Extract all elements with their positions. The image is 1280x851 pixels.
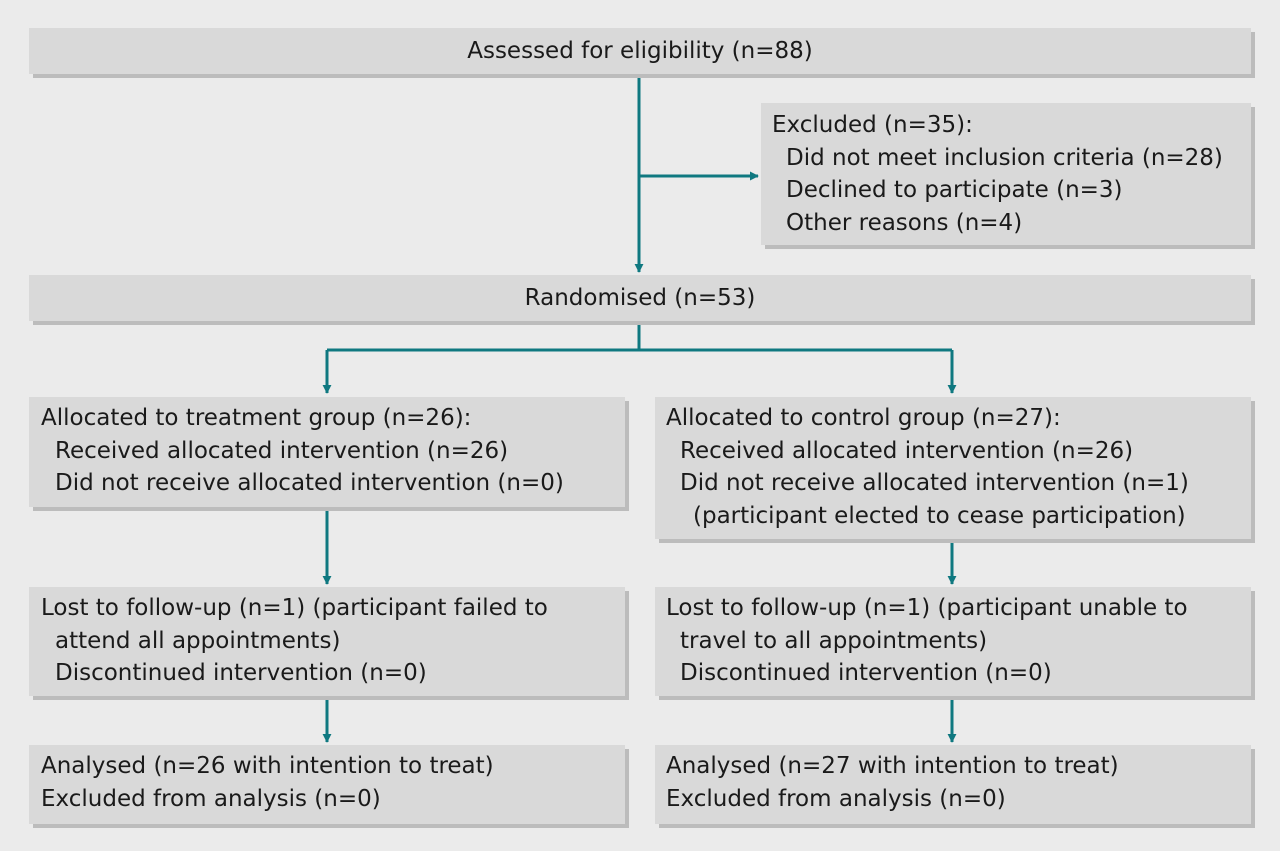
- excluded-title: Excluded (n=35):: [772, 112, 973, 138]
- treatment-followup-line: attend all appointments): [55, 627, 341, 654]
- excluded-item: Declined to participate (n=3): [786, 177, 1123, 203]
- excluded-item: Did not meet inclusion criteria (n=28): [786, 144, 1223, 171]
- control-followup-line: travel to all appointments): [680, 627, 988, 654]
- control-followup-box: Lost to follow-up (n=1) (participant una…: [655, 587, 1251, 696]
- randomised-label: Randomised (n=53): [524, 285, 756, 311]
- control-allocation-box: Allocated to control group (n=27): Recei…: [655, 397, 1251, 539]
- control-followup-line: Lost to follow-up (n=1) (participant una…: [666, 595, 1188, 621]
- control-analysis-line: Analysed (n=27 with intention to treat): [666, 753, 1119, 779]
- control-allocation-item: Received allocated intervention (n=26): [680, 437, 1134, 464]
- treatment-analysis-box: Analysed (n=26 with intention to treat) …: [29, 745, 625, 824]
- treatment-followup-box: Lost to follow-up (n=1) (participant fai…: [29, 587, 625, 696]
- assessed-box: Assessed for eligibility (n=88): [29, 28, 1251, 74]
- control-analysis-box: Analysed (n=27 with intention to treat) …: [655, 745, 1251, 824]
- treatment-followup-line: Discontinued intervention (n=0): [55, 660, 427, 686]
- randomised-box: Randomised (n=53): [29, 275, 1251, 321]
- control-followup-line: Discontinued intervention (n=0): [680, 660, 1052, 686]
- treatment-analysis-line: Excluded from analysis (n=0): [41, 785, 381, 812]
- treatment-followup-line: Lost to follow-up (n=1) (participant fai…: [41, 595, 548, 621]
- treatment-analysis-line: Analysed (n=26 with intention to treat): [41, 753, 494, 779]
- excluded-box: Excluded (n=35): Did not meet inclusion …: [761, 103, 1251, 245]
- treatment-allocation-box: Allocated to treatment group (n=26): Rec…: [29, 397, 625, 507]
- treatment-allocation-title: Allocated to treatment group (n=26):: [41, 405, 472, 431]
- control-allocation-item: Did not receive allocated intervention (…: [680, 470, 1189, 496]
- excluded-item: Other reasons (n=4): [786, 209, 1023, 236]
- control-analysis-line: Excluded from analysis (n=0): [666, 785, 1006, 812]
- treatment-allocation-item: Did not receive allocated intervention (…: [55, 470, 564, 496]
- treatment-allocation-item: Received allocated intervention (n=26): [55, 437, 509, 464]
- assessed-label: Assessed for eligibility (n=88): [467, 38, 813, 64]
- control-allocation-note: (participant elected to cease participat…: [693, 502, 1186, 529]
- control-allocation-title: Allocated to control group (n=27):: [666, 405, 1061, 431]
